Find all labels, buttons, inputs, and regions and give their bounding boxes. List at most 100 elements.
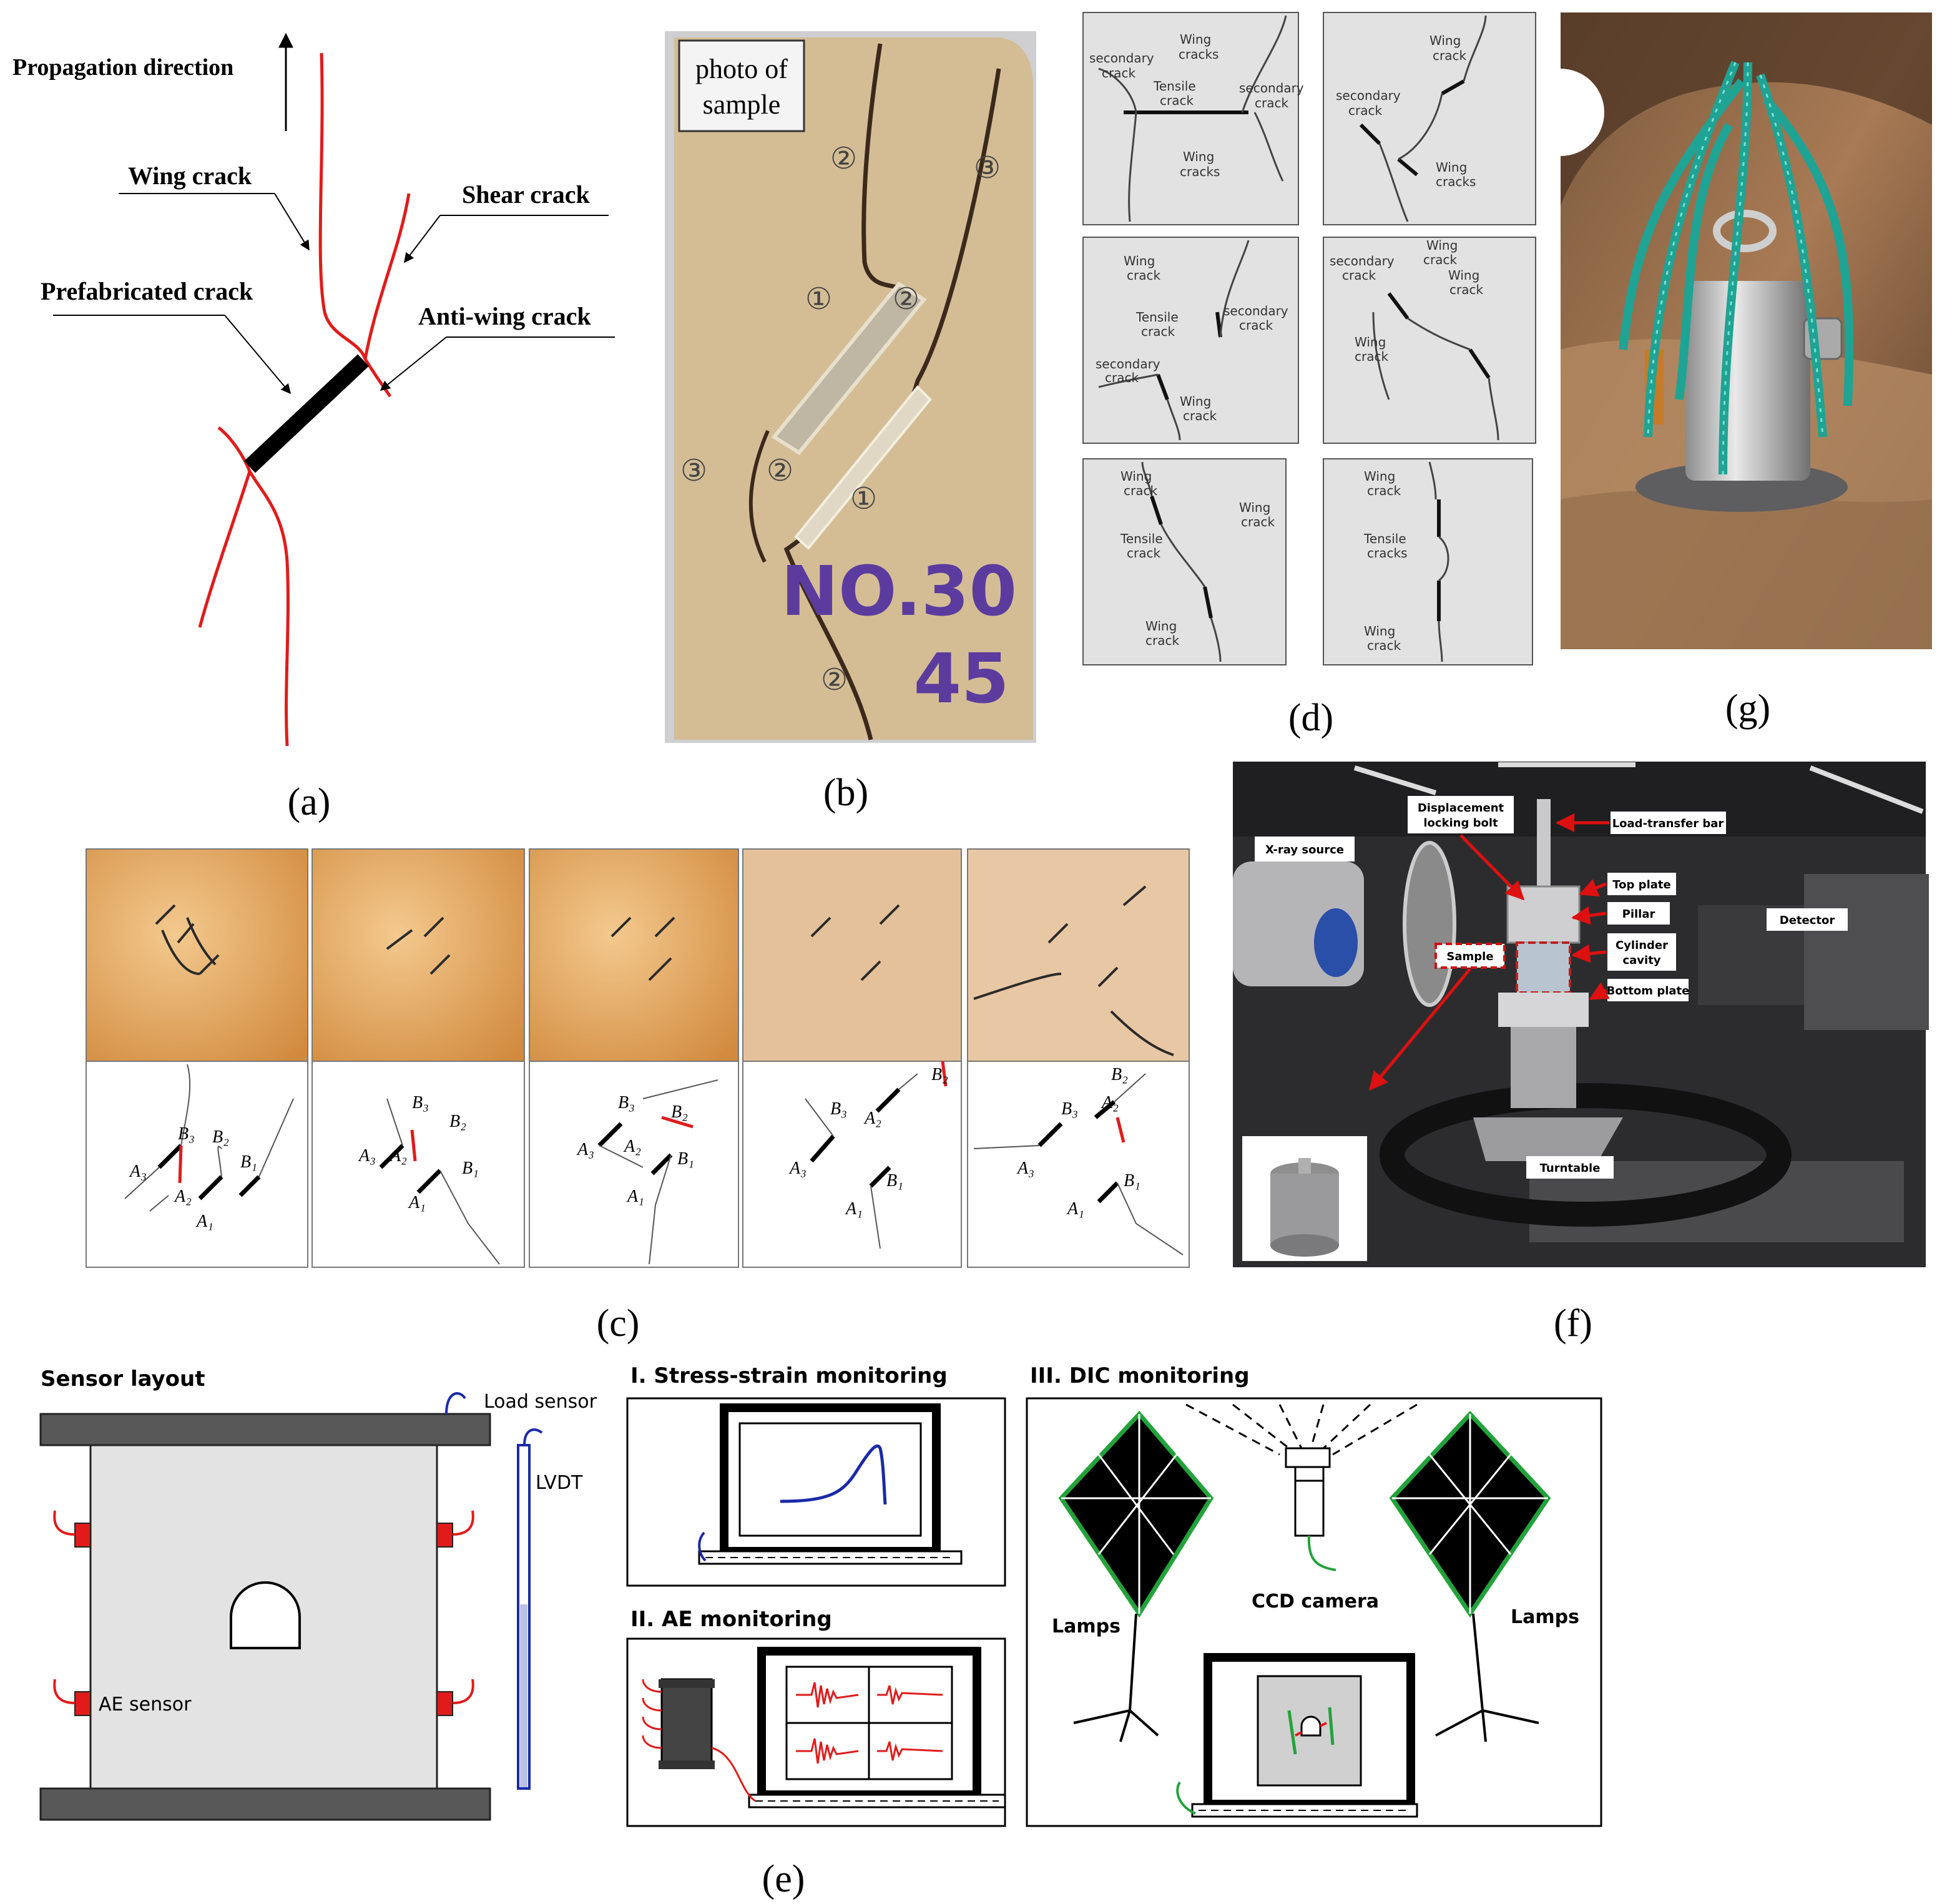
tile-text: Wing xyxy=(1121,469,1152,484)
sensor-layout-title: Sensor layout xyxy=(41,1367,205,1391)
sketch-label: A₂ xyxy=(1101,1093,1119,1112)
sketch-label: A₁ xyxy=(1066,1199,1084,1219)
sketch-label: B₁ xyxy=(240,1152,257,1172)
ae-sensor xyxy=(74,1523,91,1548)
ae-input-cables xyxy=(642,1679,756,1802)
turntable-label: Turntable xyxy=(1540,1162,1601,1175)
callout-arrows xyxy=(1369,813,1610,1091)
sketch-label: A₂ xyxy=(623,1137,641,1156)
tile-text: crack xyxy=(1127,546,1160,561)
sketch-label: B₃ xyxy=(618,1093,635,1112)
tile-text: Wing xyxy=(1448,268,1479,283)
photo-label-box xyxy=(678,39,805,132)
tile-text: secondary xyxy=(1223,303,1288,318)
ae-sensor xyxy=(436,1691,453,1716)
sketch-label: A₂ xyxy=(389,1146,407,1165)
tile-text: Wing xyxy=(1124,253,1155,268)
sketch-label: B₁ xyxy=(886,1171,903,1190)
tile-text: secondary xyxy=(1089,51,1154,66)
tile-text: crack xyxy=(1449,282,1483,297)
xray-blue xyxy=(1314,908,1358,977)
photo-row xyxy=(86,848,1190,1062)
lamp-stands xyxy=(1073,1613,1539,1742)
lamps-left-label: Lamps xyxy=(1052,1616,1121,1637)
wing-crack-lower xyxy=(248,470,290,747)
panel-label-f: (f) xyxy=(1554,1302,1592,1345)
crack-number: ② xyxy=(893,283,919,316)
load-sensor-label: Load sensor xyxy=(484,1391,597,1413)
tile-text: cracks xyxy=(1179,47,1219,62)
propagation-label: Propagation direction xyxy=(12,54,233,81)
lvdt xyxy=(517,1444,531,1790)
tile-text: crack xyxy=(1433,48,1466,63)
tile-text: crack xyxy=(1102,66,1135,81)
ae-sensor xyxy=(74,1691,91,1716)
tile-text: Wing xyxy=(1145,619,1177,634)
tile-text: cracks xyxy=(1436,174,1476,189)
ae-cables xyxy=(53,1510,474,1704)
sketch-label: B₁ xyxy=(1124,1171,1140,1190)
tile-text: Wing xyxy=(1364,624,1395,639)
crack-number: ③ xyxy=(974,152,1001,185)
bottom-plate xyxy=(1498,993,1589,1027)
sketch-label: A₃ xyxy=(358,1146,376,1165)
top-platen xyxy=(39,1413,491,1446)
detector-label: Detector xyxy=(1780,914,1835,927)
tile-text: crack xyxy=(1241,514,1275,529)
panel-label-c: (c) xyxy=(597,1302,640,1345)
tile-text: Tensile xyxy=(1363,531,1406,546)
xray-ring xyxy=(1403,841,1456,1007)
panel-label-b: (b) xyxy=(823,772,868,814)
sketch-label: A₁ xyxy=(626,1187,644,1206)
sketch-label: A₃ xyxy=(129,1162,147,1181)
sketch-label: A₁ xyxy=(408,1193,426,1212)
ae-monitoring-title: II. AE monitoring xyxy=(630,1607,832,1632)
panel-label-e: (e) xyxy=(762,1858,805,1900)
tunnel-opening xyxy=(230,1581,301,1649)
wing-crack-label: Wing crack xyxy=(128,162,252,190)
ae-waveforms xyxy=(796,1682,943,1764)
crack-number: ① xyxy=(805,283,832,316)
tile-text: Wing xyxy=(1239,500,1270,515)
sketch-label: A₃ xyxy=(788,1159,807,1178)
sketch-label: B₂ xyxy=(449,1112,466,1131)
sketch-label: B₂ xyxy=(931,1065,948,1084)
cylinder-cavity xyxy=(1516,941,1571,994)
wing-crack-upper xyxy=(318,52,367,360)
sketch-label: A₁ xyxy=(195,1212,213,1231)
tile-text: crack xyxy=(1145,633,1179,648)
panel-label-g: (g) xyxy=(1725,687,1770,730)
tile-text: Wing xyxy=(1183,149,1214,164)
crack-tile-5: Wing crack Wing crack Tensile crack Wing… xyxy=(1082,458,1287,665)
tile-text: crack xyxy=(1183,408,1217,423)
ccd-camera xyxy=(1285,1447,1331,1468)
ae-sensors xyxy=(74,1523,453,1716)
photo-label-line2: sample xyxy=(703,89,781,120)
crack-tile-3: Wing crack Tensile crack secondary crack… xyxy=(1082,237,1299,444)
light-rays xyxy=(1185,1403,1418,1456)
ae-amplifier xyxy=(660,1678,713,1768)
lens-cutout xyxy=(1561,69,1604,156)
pillar-label: Pillar xyxy=(1622,908,1655,921)
sketch-label: A₃ xyxy=(1016,1159,1034,1178)
tile-text: crack xyxy=(1355,349,1388,364)
tile-text: cracks xyxy=(1180,164,1220,179)
sample-id-line1: NO.30 xyxy=(781,551,1017,631)
crack-trace xyxy=(748,429,770,563)
sensor-body xyxy=(1685,281,1810,481)
sketch-row: B₃ B₂ B₁ A₃ A₂ A₁ B₃ B₂ B₁ A₃ A₂ A₁ B₃ B… xyxy=(86,1061,1190,1268)
top-plate-label: Top plate xyxy=(1612,878,1670,891)
tile-text: crack xyxy=(1105,370,1139,385)
tile-text: Wing xyxy=(1180,394,1211,409)
crack-tile-4: secondary crack Wing crack Wing crack Wi… xyxy=(1323,237,1536,444)
prefab-crack-label: Prefabricated crack xyxy=(41,277,253,305)
crack-number: ② xyxy=(767,454,793,488)
crack-tile-6: Wing crack Tensile cracks Wing crack xyxy=(1323,458,1533,665)
stress-strain-title: I. Stress-strain monitoring xyxy=(630,1363,948,1388)
sketch-label: B₃ xyxy=(178,1124,195,1144)
panel-e: Sensor layout Load sensor LVDT AE sensor… xyxy=(39,1363,1602,1900)
cavity-label-2: cavity xyxy=(1622,954,1660,967)
sketch-label: A₂ xyxy=(863,1109,881,1128)
tile-text: secondary xyxy=(1336,88,1401,103)
